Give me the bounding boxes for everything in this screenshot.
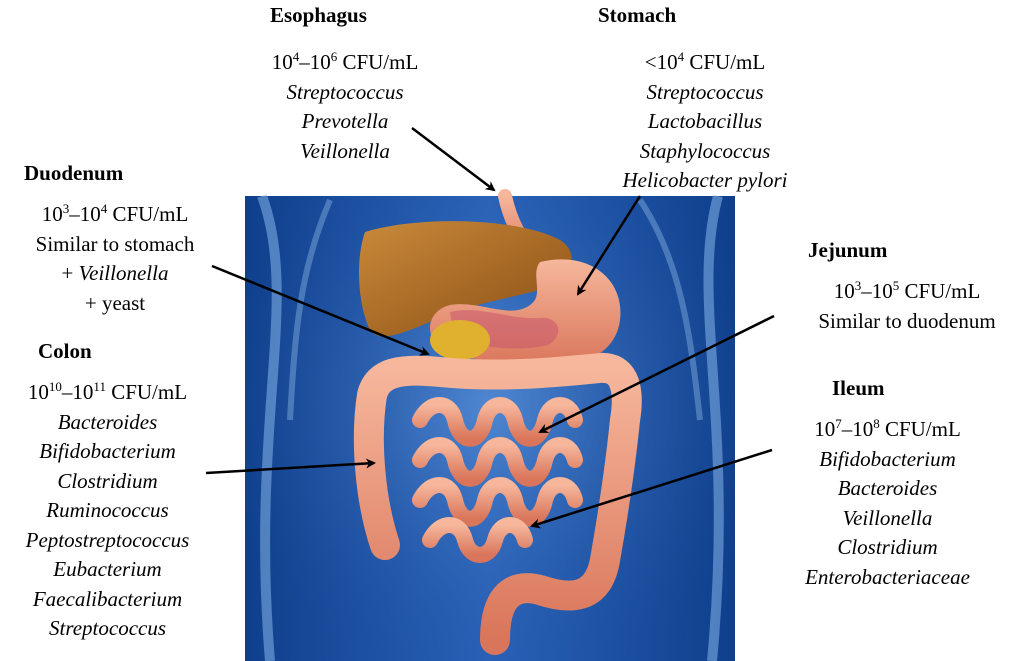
duodenum-plus-veillonella: + Veillonella xyxy=(61,261,169,285)
colon-organism: Faecalibacterium xyxy=(32,586,183,611)
stomach-organism: Lactobacillus xyxy=(647,109,763,133)
arrow-ileum xyxy=(530,448,773,529)
liver-shape xyxy=(358,221,572,337)
organs xyxy=(353,189,642,655)
colon-organism: Bacteroides xyxy=(57,409,158,434)
colon-organism: Eubacterium xyxy=(53,557,162,581)
colon-organism: Peptostreptococcus xyxy=(25,527,190,552)
ileum-label-block: Ileum 107–108 CFU/mL Bifidobacterium Bac… xyxy=(770,375,1005,592)
colon-count: 1010–1011 CFU/mL xyxy=(27,379,188,404)
duodenum-plus-yeast: + yeast xyxy=(84,290,146,315)
small-intestine xyxy=(412,397,583,563)
esophagus-title: Esophagus xyxy=(270,3,367,27)
ileum-title: Ileum xyxy=(832,376,885,400)
esophagus-label-block: Esophagus 104–106 CFU/mL Streptococcus P… xyxy=(240,2,450,166)
ileum-organism: Enterobacteriaceae xyxy=(805,564,970,589)
colon-shape xyxy=(353,353,642,655)
ileum-count: 107–108 CFU/mL xyxy=(814,416,961,441)
stomach-title: Stomach xyxy=(598,3,677,27)
esophagus-count: 104–106 CFU/mL xyxy=(271,49,419,74)
arrow-esophagus xyxy=(411,127,496,192)
stomach-organism: Staphylococcus xyxy=(639,138,771,163)
duodenum-similar: Similar to stomach xyxy=(35,231,195,256)
colon-organism: Bifidobacterium xyxy=(39,439,176,463)
ileum-organism: Bacteroides xyxy=(837,476,938,500)
stomach-label-block: Stomach <104 CFU/mL Streptococcus Lactob… xyxy=(590,2,820,196)
duodenum-title: Duodenum xyxy=(24,161,124,185)
arrow-duodenum xyxy=(211,264,430,356)
stomach-organism: Helicobacter pylori xyxy=(622,168,788,192)
ileum-organism: Bifidobacterium xyxy=(819,446,956,471)
jejunum-title: Jejunum xyxy=(808,238,888,262)
colon-label-block: Colon 1010–1011 CFU/mL Bacteroides Bifid… xyxy=(0,338,215,644)
duodenum-count: 103–104 CFU/mL xyxy=(41,201,189,226)
colon-organism: Clostridium xyxy=(57,468,158,493)
jejunum-label-block: Jejunum 103–105 CFU/mL Similar to duoden… xyxy=(790,237,1024,336)
ileum-organism: Clostridium xyxy=(837,535,938,559)
stomach-count: <104 CFU/mL xyxy=(644,49,766,74)
stomach-organism: Streptococcus xyxy=(646,79,764,104)
duodenum-label-block: Duodenum 103–104 CFU/mL Similar to stoma… xyxy=(0,160,230,318)
ileum-organism: Veillonella xyxy=(842,505,933,530)
colon-organism: Streptococcus xyxy=(48,616,167,640)
esophagus-organism: Prevotella xyxy=(301,109,389,133)
jejunum-similar: Similar to duodenum xyxy=(818,308,996,333)
esophagus-organism: Veillonella xyxy=(300,138,390,163)
arrow-colon xyxy=(205,458,376,475)
esophagus-organism: Streptococcus xyxy=(286,79,404,104)
colon-organism: Ruminococcus xyxy=(46,498,169,522)
arrow-jejunum xyxy=(538,314,775,434)
jejunum-count: 103–105 CFU/mL xyxy=(833,278,981,303)
colon-title: Colon xyxy=(38,339,92,363)
arrows xyxy=(205,127,775,529)
arrow-stomach xyxy=(576,195,642,296)
